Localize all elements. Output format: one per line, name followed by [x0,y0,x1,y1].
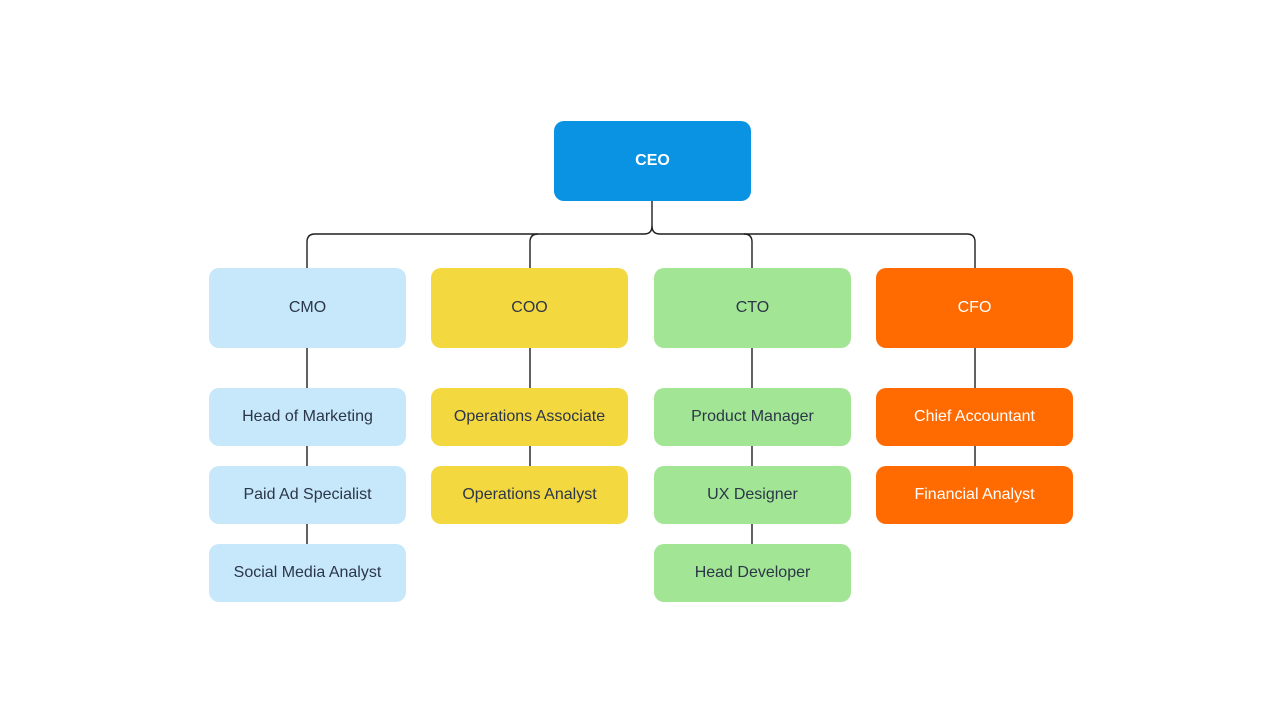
connector-ceo-coo [529,233,539,268]
node-cmo: CMO [209,268,406,348]
node-chief-accountant: Chief Accountant [876,388,1073,446]
node-ceo: CEO [554,121,751,201]
node-financial-analyst: Financial Analyst [876,466,1073,524]
node-operations-associate: Operations Associate [431,388,628,446]
connector-ceo-cmo [306,200,653,268]
node-ux-designer: UX Designer [654,466,851,524]
node-operations-analyst: Operations Analyst [431,466,628,524]
connector-ceo-cto [743,233,753,268]
connector-ceo-cfo [651,225,976,268]
node-head-developer: Head Developer [654,544,851,602]
node-cfo: CFO [876,268,1073,348]
node-cto: CTO [654,268,851,348]
node-paid-ad-specialist: Paid Ad Specialist [209,466,406,524]
node-coo: COO [431,268,628,348]
node-product-manager: Product Manager [654,388,851,446]
node-social-media-analyst: Social Media Analyst [209,544,406,602]
node-head-of-marketing: Head of Marketing [209,388,406,446]
